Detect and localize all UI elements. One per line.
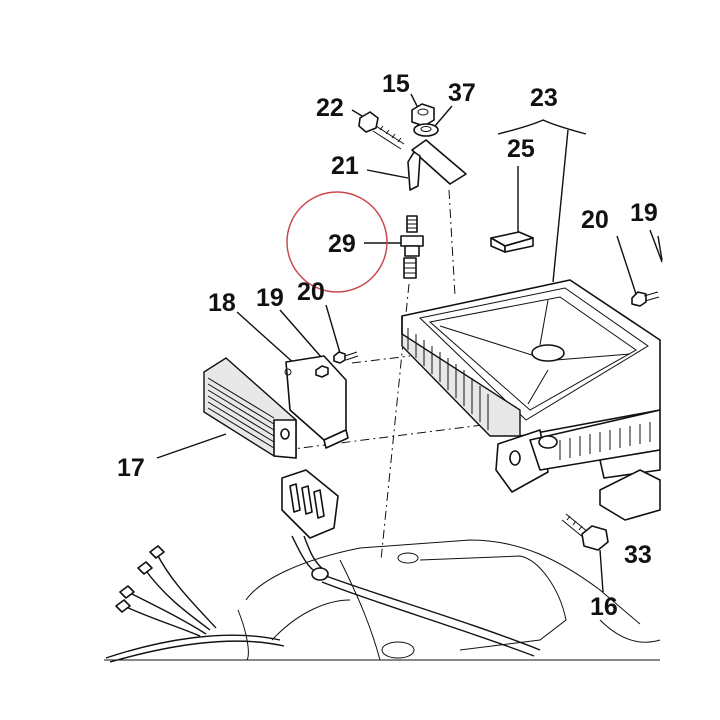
callout-17: 17 — [117, 454, 145, 482]
highlight-circle — [286, 191, 388, 293]
wiring-harness — [105, 469, 541, 663]
bracket-18 — [284, 355, 349, 449]
group-bracket-23 — [497, 119, 587, 135]
bracket-21 — [407, 139, 467, 191]
callout-19-right: 19 — [630, 199, 658, 227]
bolt-22 — [358, 111, 405, 150]
callout-20-left: 20 — [297, 278, 325, 306]
heatsink-17 — [203, 357, 297, 459]
leader-lines — [156, 93, 663, 593]
washer-37 — [413, 123, 439, 137]
callout-21: 21 — [331, 152, 359, 180]
ecu-housing-23 — [401, 279, 661, 521]
callout-18: 18 — [208, 289, 236, 317]
callout-33: 33 — [624, 541, 652, 569]
callout-19-left: 19 — [256, 284, 284, 312]
callout-25: 25 — [507, 135, 535, 163]
callout-15: 15 — [382, 70, 410, 98]
screw-20-left — [333, 351, 359, 364]
callout-16: 16 — [590, 593, 618, 621]
screw-20-right — [631, 291, 660, 307]
bolt-16 — [561, 513, 609, 551]
callout-22: 22 — [316, 94, 344, 122]
callout-37: 37 — [448, 79, 476, 107]
callout-23: 23 — [530, 84, 558, 112]
stud-29 — [400, 215, 424, 279]
nut-15 — [411, 103, 435, 127]
callout-29: 29 — [328, 230, 356, 258]
callout-labels: 15 37 22 23 21 25 20 19 29 18 19 20 17 3… — [117, 70, 658, 621]
chip-25 — [490, 231, 534, 253]
callout-20-right: 20 — [581, 206, 609, 234]
chassis-outline — [104, 539, 661, 661]
